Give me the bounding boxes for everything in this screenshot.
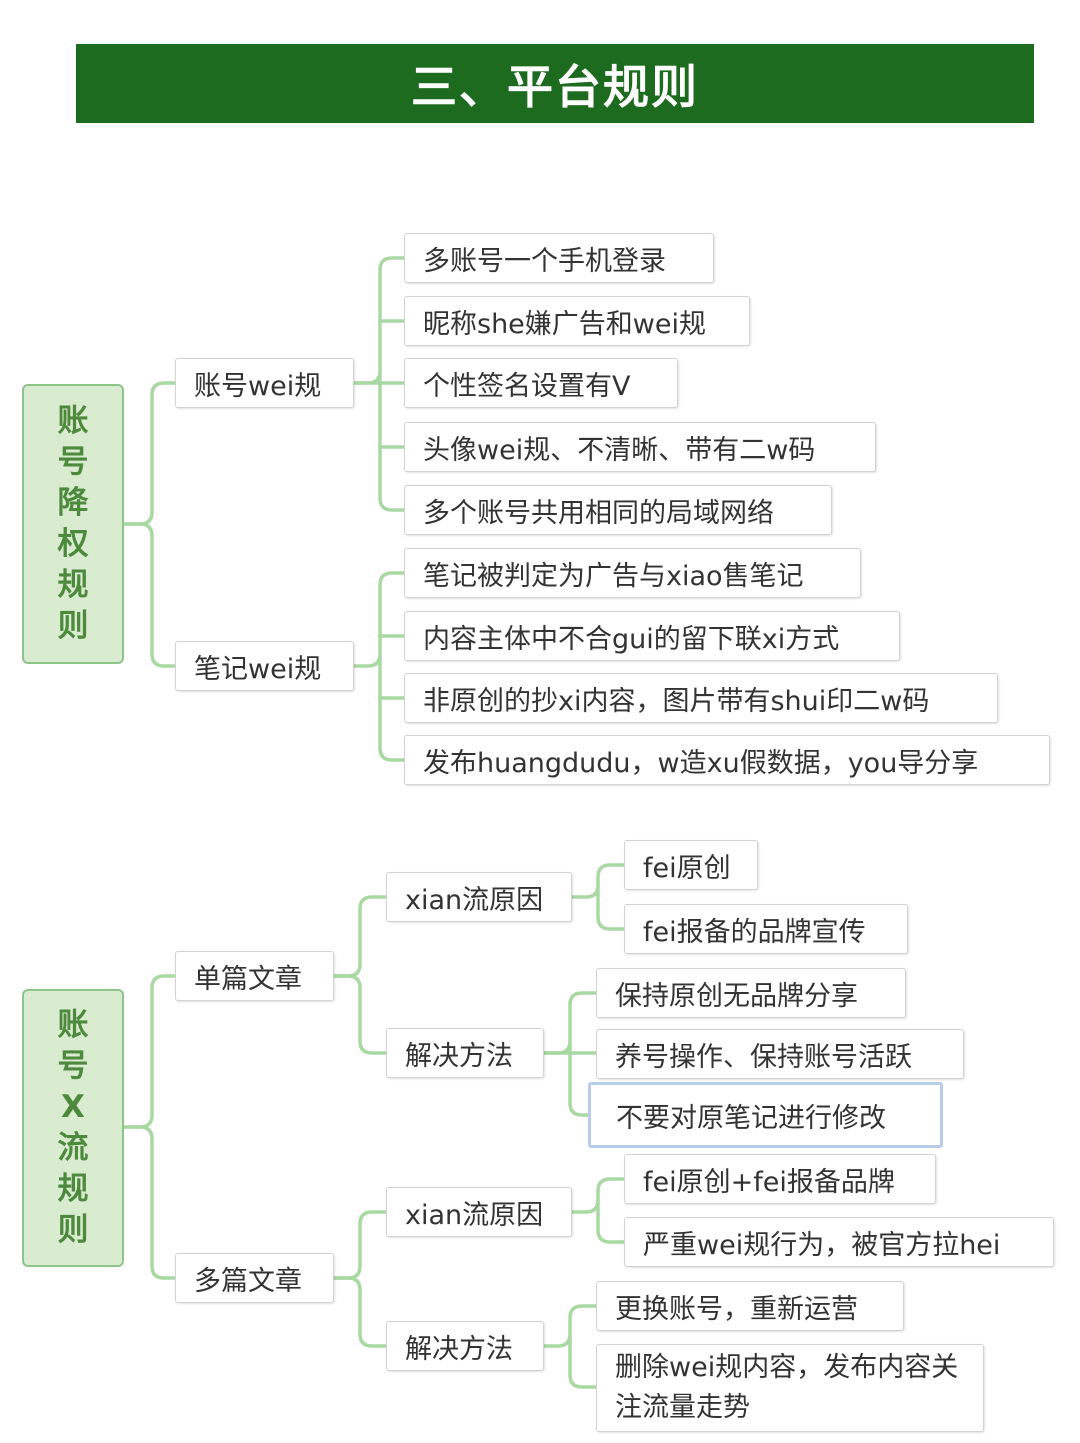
connector-root1-branch-b [123,522,177,668]
leaf-node[interactable]: 养号操作、保持账号活跃 [596,1029,964,1079]
leaf-node[interactable]: 多账号一个手机登录 [404,233,714,283]
connector-single-solution [332,974,388,1055]
leaf-node[interactable]: fei原创+fei报备品牌 [624,1154,936,1204]
branch-node-single-article[interactable]: 单篇文章 [175,951,334,1001]
leaf-node[interactable]: fei原创 [624,840,758,890]
root-node-label: 账号X流规则 [57,1007,89,1248]
branch-node-account-violation[interactable]: 账号wei规 [175,358,354,408]
root-node-traffic-limit[interactable]: 账号X流规则 [22,989,124,1267]
title-banner: 三、平台规则 [76,44,1034,123]
leaf-node[interactable]: 发布huangdudu，w造xu假数据，you导分享 [404,735,1050,785]
leaf-node[interactable]: 昵称she嫌广告和wei规 [404,296,750,346]
leaf-node[interactable]: 非原创的抄xi内容，图片带有shui印二w码 [404,673,998,723]
leaf-node[interactable]: 保持原创无品牌分享 [596,968,906,1018]
connector-multi-reason [332,1210,388,1280]
connector-branch-b-trunk [352,571,406,762]
root-node-account-demotion[interactable]: 账号降权规则 [22,384,124,664]
leaf-node[interactable]: 笔记被判定为广告与xiao售笔记 [404,548,861,598]
page-title: 三、平台规则 [411,59,699,114]
connector-single-reason [332,895,388,978]
connector-multi-solution [332,1276,388,1348]
leaf-node[interactable]: 个性签名设置有V [404,358,678,408]
leaf-node[interactable]: 头像wei规、不清晰、带有二w码 [404,422,876,472]
connector-root2-single [123,974,177,1129]
leaf-node[interactable]: 严重wei规行为，被官方拉hei [624,1217,1054,1267]
sub-branch-node-reason[interactable]: xian流原因 [386,872,572,922]
sub-branch-node-solution[interactable]: 解决方法 [386,1028,544,1078]
branch-node-note-violation[interactable]: 笔记wei规 [175,641,354,691]
leaf-node[interactable]: 内容主体中不合gui的留下联xi方式 [404,611,900,661]
sub-branch-node-reason[interactable]: xian流原因 [386,1187,572,1237]
connector-single-reason-items [570,863,626,931]
leaf-node[interactable]: 多个账号共用相同的局域网络 [404,485,832,535]
connector-multi-solution-items [542,1304,598,1389]
leaf-node-selected[interactable]: 不要对原笔记进行修改 [588,1082,943,1148]
root-node-label: 账号降权规则 [57,403,89,644]
sub-branch-node-solution[interactable]: 解决方法 [386,1321,544,1371]
connector-multi-reason-items [570,1177,626,1244]
connector-root2-multi [123,1125,177,1280]
leaf-node[interactable]: 删除wei规内容，发布内容关注流量走势 [596,1344,984,1432]
connector-root1-branch-a [123,381,177,526]
leaf-node[interactable]: 更换账号，重新运营 [596,1281,904,1331]
leaf-node[interactable]: fei报备的品牌宣传 [624,904,908,954]
branch-node-multiple-articles[interactable]: 多篇文章 [175,1253,334,1303]
